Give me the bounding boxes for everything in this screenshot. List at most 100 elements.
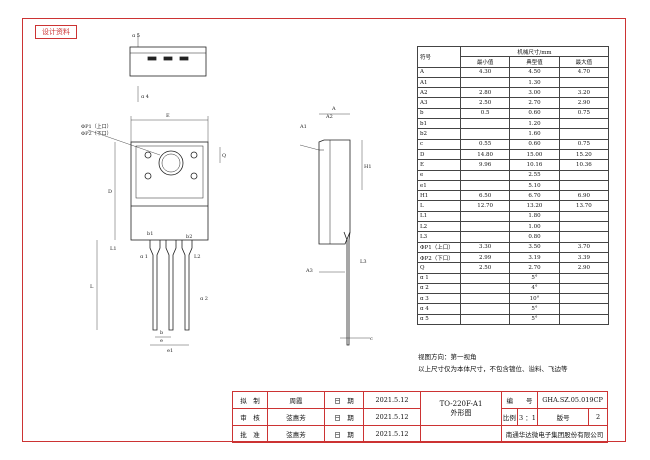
dimension-symbol: E <box>417 159 461 171</box>
dimension-typ: 3.19 <box>509 251 560 264</box>
dimension-symbol: ɑ 5 <box>417 313 461 326</box>
dimension-typ: 2.70 <box>509 97 560 109</box>
label-a1: ɑ 1 <box>140 254 148 260</box>
approve-date-label: 日 期 <box>324 425 364 443</box>
title-block: 拟 制 周霞 日 期 2021.5.12 TO-220F-A1 外形图 编 号 … <box>232 391 608 443</box>
dimension-symbol: L2 <box>417 221 461 233</box>
dimension-min <box>459 179 511 192</box>
approve-name: 弦惠芳 <box>267 425 325 443</box>
part-description: 外形图 <box>450 408 472 417</box>
label-e: e <box>160 338 163 344</box>
dimension-min <box>459 231 511 243</box>
header-max: 最大值 <box>558 56 610 68</box>
dimension-max: 3.39 <box>558 251 610 264</box>
dimension-max <box>558 282 610 295</box>
dimension-max <box>558 221 610 233</box>
dimension-typ: 0.80 <box>509 231 560 243</box>
check-date: 2021.5.12 <box>363 408 421 426</box>
pin-hole <box>190 172 198 180</box>
check-label: 审 核 <box>232 408 268 426</box>
dimension-typ: 6.70 <box>509 190 560 202</box>
mounting-hole <box>158 150 184 176</box>
dimension-min: 2.50 <box>459 262 511 274</box>
dimension-symbol: ɑ 2 <box>417 282 461 295</box>
label-phi-p2: ΦP2（下口） <box>81 131 112 137</box>
dimension-row: e1 5.10 <box>417 179 610 192</box>
blank-cell <box>420 425 502 443</box>
draw-date: 2021.5.12 <box>363 391 421 409</box>
dimension-min: 14.80 <box>459 148 511 161</box>
label-b: b <box>160 330 163 336</box>
label-e1: e1 <box>167 348 173 354</box>
dimension-max <box>558 272 610 284</box>
dimension-typ: 13.20 <box>509 200 560 212</box>
dimension-min: 4.30 <box>459 66 511 78</box>
dimension-min <box>459 128 511 140</box>
dimension-symbol: L3 <box>417 231 461 243</box>
label-L: L <box>90 284 94 290</box>
dimension-symbol: H1 <box>417 190 461 202</box>
label-A1: A1 <box>299 124 307 130</box>
dimension-min <box>459 293 511 305</box>
dimension-symbol: ΦP2（下口） <box>417 251 461 264</box>
dimension-max <box>558 231 610 243</box>
label-L1: L1 <box>110 246 117 252</box>
dimension-max: 6.90 <box>558 190 610 202</box>
dimension-min <box>459 221 511 233</box>
dimension-typ: 1.80 <box>509 210 560 223</box>
note-dimensions: 以上尺寸仅为本体尺寸，不包含镀位、溢料、飞边等 <box>418 365 568 373</box>
dimension-max: 10.36 <box>558 159 610 171</box>
dimension-min <box>459 169 511 181</box>
version-value: 2 <box>588 408 608 426</box>
side-view-lead <box>343 231 351 346</box>
dimension-symbol: A2 <box>417 87 461 99</box>
dimension-max <box>558 169 610 181</box>
label-E: E <box>166 113 170 119</box>
dimension-min <box>459 303 511 315</box>
dimension-max: 2.90 <box>558 97 610 109</box>
pin-hole <box>144 172 152 180</box>
dimension-typ: 3.00 <box>509 87 560 99</box>
top-view-pin <box>179 56 189 61</box>
version-label: 版号 <box>537 408 590 426</box>
dimension-max: 3.70 <box>558 241 610 253</box>
dimension-symbol: e1 <box>417 179 461 192</box>
note-view-direction: 视图方向：第一视角 <box>418 353 477 361</box>
dimension-min <box>459 313 511 326</box>
design-stamp: 设计资料 <box>35 25 77 39</box>
dimension-min: 0.5 <box>459 107 511 120</box>
top-view-pin <box>163 56 173 61</box>
dimension-typ: 5° <box>509 313 560 326</box>
top-view-body <box>129 46 207 77</box>
dimension-symbol: L <box>417 200 461 212</box>
dimension-max <box>558 303 610 315</box>
dimension-max <box>558 210 610 223</box>
dimension-typ: 2.70 <box>509 262 560 274</box>
label-A: A <box>331 106 336 112</box>
header-symbol: 符号 <box>417 46 461 68</box>
dimension-typ: 5.10 <box>509 179 560 192</box>
dimension-symbol: b2 <box>417 128 461 140</box>
dimension-symbol: ɑ 4 <box>417 303 461 315</box>
label-A3: A3 <box>305 268 313 274</box>
dimension-symbol: A <box>417 66 461 78</box>
number-label: 编 号 <box>500 391 539 409</box>
dimension-typ: 10° <box>509 293 560 305</box>
top-view-pin <box>147 56 157 61</box>
dimension-max: 3.20 <box>558 87 610 99</box>
part-number: TO-220F-A1 <box>439 399 483 408</box>
dimension-max <box>558 313 610 326</box>
